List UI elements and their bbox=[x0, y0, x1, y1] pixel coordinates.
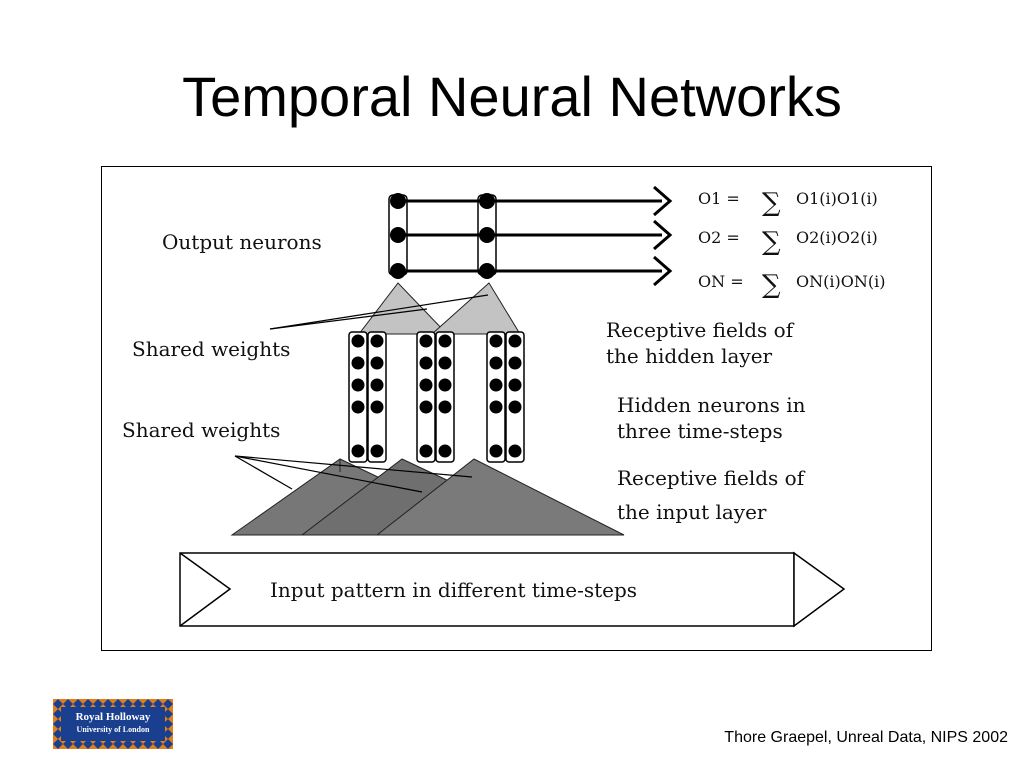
hidden-layer bbox=[348, 331, 525, 463]
logo-name: Royal Holloway bbox=[75, 711, 151, 723]
svg-text:O1(i)O1(i): O1(i)O1(i) bbox=[796, 189, 878, 208]
tdnn-diagram: Output neurons Shared weights Shared wei… bbox=[101, 166, 932, 651]
hidden-timestep-3 bbox=[486, 331, 525, 463]
output-neurons-label: Output neurons bbox=[162, 230, 322, 254]
input-receptive-fields bbox=[230, 458, 625, 536]
hidden-neurons-label-1: Hidden neurons in bbox=[617, 393, 806, 417]
slide-footer: Thore Graepel, Unreal Data, NIPS 2002 bbox=[724, 729, 1008, 746]
svg-text:ON =: ON = bbox=[698, 272, 744, 291]
hidden-receptive-fields bbox=[357, 282, 521, 335]
shared-weights-label-top: Shared weights bbox=[132, 337, 290, 361]
rf-input-label-1: Receptive fields of bbox=[617, 466, 806, 490]
svg-text:ON(i)ON(i): ON(i)ON(i) bbox=[796, 272, 885, 291]
rf-hidden-label-2: the hidden layer bbox=[606, 344, 773, 368]
output-equation-n: ON = ∑ ON(i)ON(i) bbox=[698, 270, 885, 300]
svg-text:∑: ∑ bbox=[762, 270, 781, 300]
royal-holloway-logo: Royal Holloway University of London bbox=[53, 699, 173, 749]
input-pattern-arrow bbox=[179, 551, 846, 628]
svg-text:O2 =: O2 = bbox=[698, 228, 740, 247]
output-layer bbox=[388, 185, 673, 287]
rf-hidden-label-1: Receptive fields of bbox=[606, 318, 795, 342]
svg-text:O1 =: O1 = bbox=[698, 189, 740, 208]
svg-text:∑: ∑ bbox=[762, 188, 781, 218]
output-equation-2: O2 = ∑ O2(i)O2(i) bbox=[698, 227, 878, 257]
svg-text:∑: ∑ bbox=[762, 227, 781, 257]
logo-subtitle: University of London bbox=[76, 725, 150, 734]
logo-panel: Royal Holloway University of London bbox=[61, 707, 165, 741]
hidden-timestep-2 bbox=[416, 331, 455, 463]
rf-input-label-2: the input layer bbox=[617, 500, 767, 524]
shared-weights-label-bottom: Shared weights bbox=[122, 418, 280, 442]
shared-weights-pointers bbox=[234, 294, 489, 493]
input-pattern-label: Input pattern in different time-steps bbox=[270, 578, 637, 602]
output-equation-1: O1 = ∑ O1(i)O1(i) bbox=[698, 188, 878, 218]
svg-text:O2(i)O2(i): O2(i)O2(i) bbox=[796, 228, 878, 247]
tdnn-diagram-svg: Output neurons Shared weights Shared wei… bbox=[122, 185, 885, 628]
hidden-timestep-1 bbox=[348, 331, 387, 463]
hidden-neurons-label-2: three time-steps bbox=[617, 419, 783, 443]
slide-title: Temporal Neural Networks bbox=[182, 65, 842, 128]
